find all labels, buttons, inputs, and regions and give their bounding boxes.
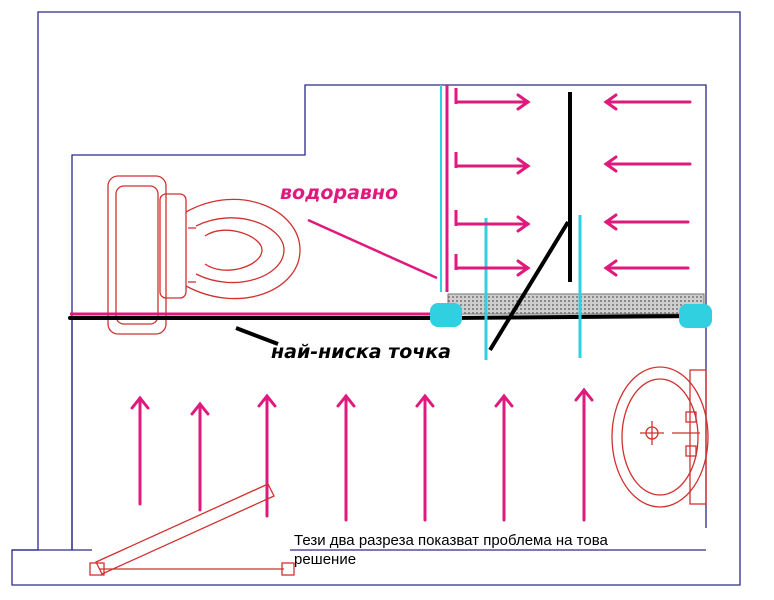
toilet-fixture bbox=[107, 175, 301, 335]
arrow-left bbox=[603, 155, 692, 173]
lowest-point-label: най-ниска точка bbox=[271, 341, 451, 363]
arrow-up bbox=[130, 395, 150, 506]
arrow-right bbox=[454, 93, 531, 111]
arrow-left bbox=[603, 213, 690, 231]
arrows-left-group bbox=[603, 93, 692, 277]
shower-screen-lines bbox=[440, 85, 572, 292]
door bbox=[89, 483, 295, 576]
arrow-up bbox=[190, 401, 210, 512]
arrows-up-group bbox=[130, 387, 594, 522]
note-line-1: Тези два разреза показват проблема на то… bbox=[294, 532, 608, 549]
note-line-2: решение bbox=[294, 551, 356, 568]
arrow-up bbox=[494, 393, 514, 522]
arrow-right bbox=[454, 215, 531, 233]
arrow-up bbox=[574, 387, 594, 522]
arrow-left bbox=[603, 93, 692, 111]
inner-walls bbox=[12, 84, 707, 551]
arrow-right bbox=[454, 259, 531, 277]
arrow-right bbox=[454, 157, 531, 175]
label-pointer-lines bbox=[235, 218, 570, 352]
arrows-right-group bbox=[454, 88, 531, 277]
section-cut-lines bbox=[484, 215, 582, 360]
cut-markers bbox=[430, 303, 712, 328]
horizontal-label: водоравно bbox=[280, 182, 398, 204]
arrow-up bbox=[336, 393, 356, 522]
floor-section-line bbox=[68, 314, 707, 320]
arrow-up bbox=[415, 393, 435, 522]
arrow-left bbox=[603, 259, 690, 277]
arrow-up bbox=[257, 393, 277, 518]
sink-fixture bbox=[611, 366, 709, 508]
